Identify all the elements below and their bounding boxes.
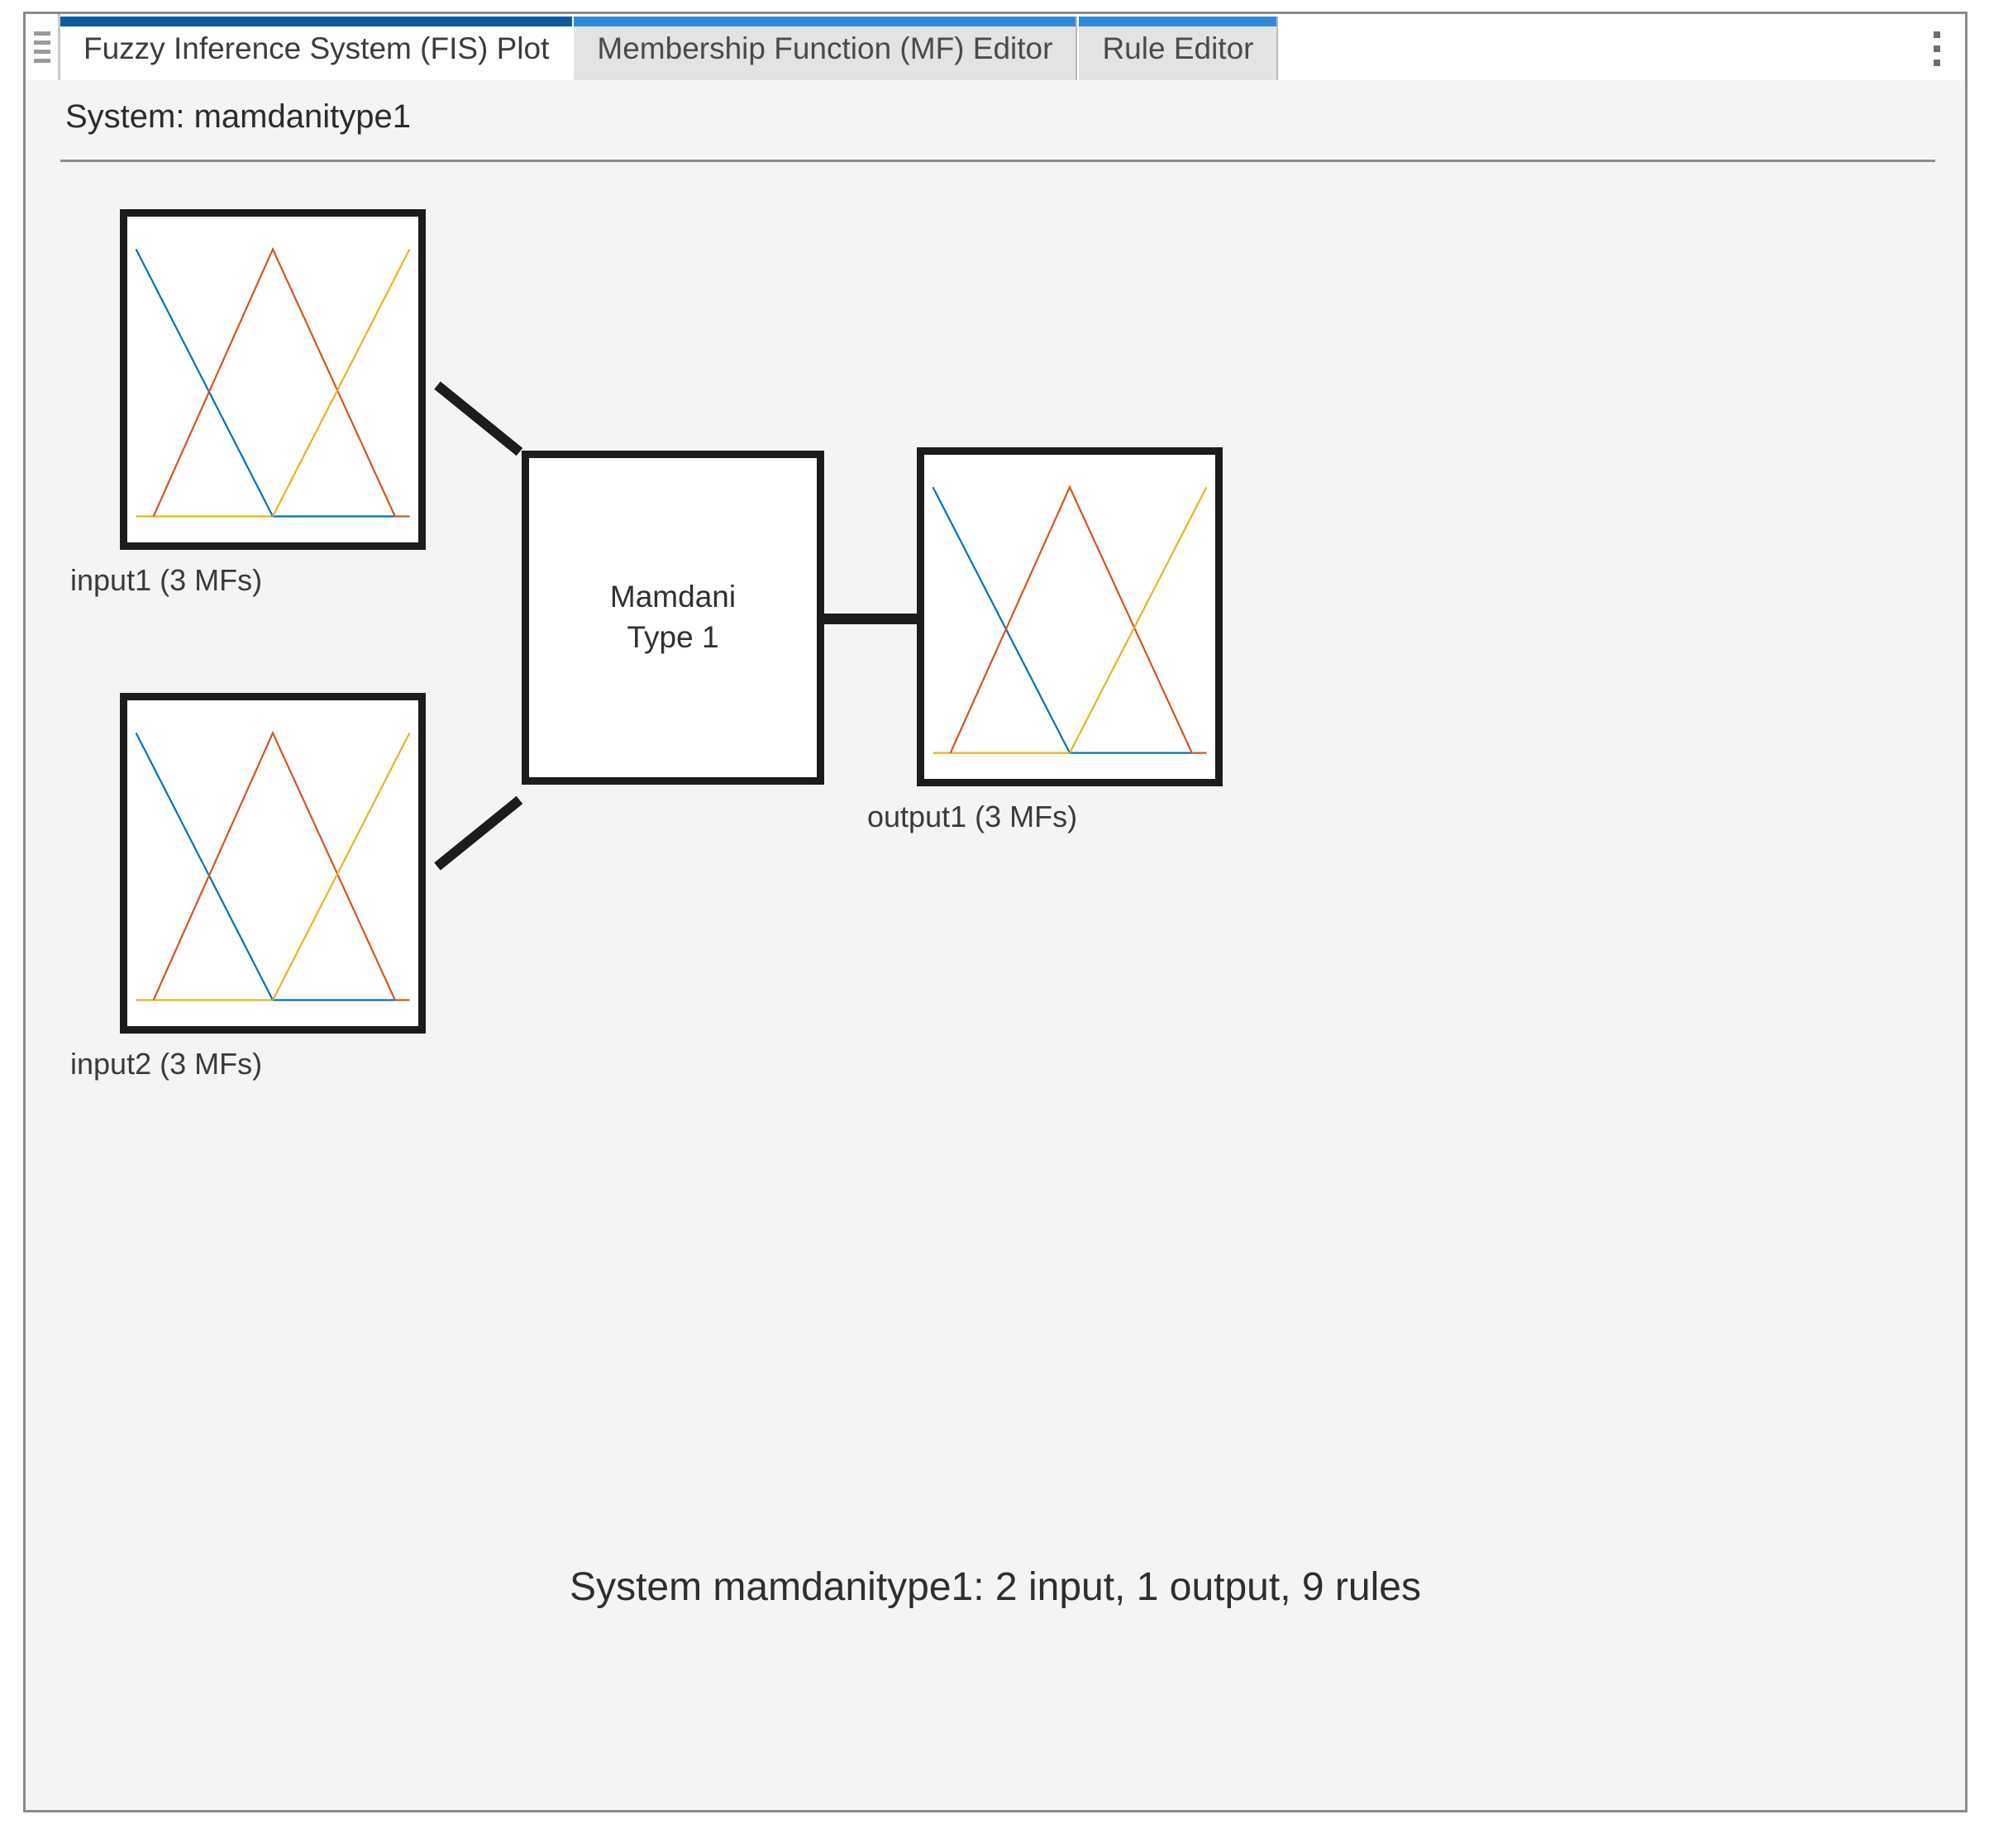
system-header: System: mamdanitype1: [26, 80, 1965, 163]
tab-label: Fuzzy Inference System (FIS) Plot: [83, 31, 550, 65]
tab-accent-bar: [574, 17, 1076, 26]
system-title: System: mamdanitype1: [65, 98, 411, 135]
tab-mf-editor[interactable]: Membership Function (MF) Editor: [572, 17, 1078, 80]
connector-input1-to-engine: [434, 381, 523, 456]
engine-type-line1: Mamdani: [609, 580, 737, 614]
overflow-dot: [1934, 45, 1940, 52]
fis-node-label-output1: output1 (3 MFs): [867, 800, 1078, 833]
mf-plot-output1[interactable]: [917, 447, 1223, 786]
fuzzy-logic-designer-window: Fuzzy Inference System (FIS) Plot Member…: [23, 12, 1968, 1812]
grip-bar: [33, 41, 50, 45]
mf-plot-svg: [127, 700, 418, 1026]
diagram-caption: System mamdanitype1: 2 input, 1 output, …: [570, 1565, 1421, 1609]
connector-input2-to-engine: [434, 795, 523, 871]
tab-label: Rule Editor: [1102, 31, 1254, 65]
tab-rule-editor[interactable]: Rule Editor: [1077, 17, 1279, 80]
tab-strip: Fuzzy Inference System (FIS) Plot Member…: [26, 14, 1965, 80]
overflow-dot: [1934, 31, 1940, 38]
fis-node-label-input1: input1 (3 MFs): [70, 563, 263, 597]
mf-plot-svg: [127, 217, 418, 542]
inference-engine-box[interactable]: Mamdani Type 1: [522, 451, 824, 785]
fis-node-label-input2: input2 (3 MFs): [70, 1047, 263, 1081]
tab-accent-bar: [1079, 17, 1277, 26]
header-divider: [60, 160, 1935, 162]
more-vertical-icon[interactable]: [1934, 31, 1940, 66]
grip-bar: [33, 50, 50, 54]
overflow-dot: [1934, 59, 1940, 66]
tab-accent-bar: [60, 17, 573, 26]
tab-label: Membership Function (MF) Editor: [597, 31, 1053, 65]
grip-bar: [33, 59, 50, 63]
tab-fis-plot[interactable]: Fuzzy Inference System (FIS) Plot: [60, 17, 573, 80]
mf-plot-input1[interactable]: [120, 209, 426, 550]
tab-strip-filler: [1278, 17, 1965, 80]
connector-engine-to-output1: [819, 614, 927, 624]
mf-plot-input2[interactable]: [120, 693, 426, 1034]
grip-handle-icon[interactable]: [26, 14, 60, 80]
fis-diagram-canvas: input1 (3 MFs) input2 (3 MFs) Mamdani Ty…: [26, 165, 1965, 1810]
mf-plot-svg: [924, 455, 1215, 779]
grip-bar: [33, 31, 50, 36]
engine-type-line2: Type 1: [627, 620, 719, 654]
